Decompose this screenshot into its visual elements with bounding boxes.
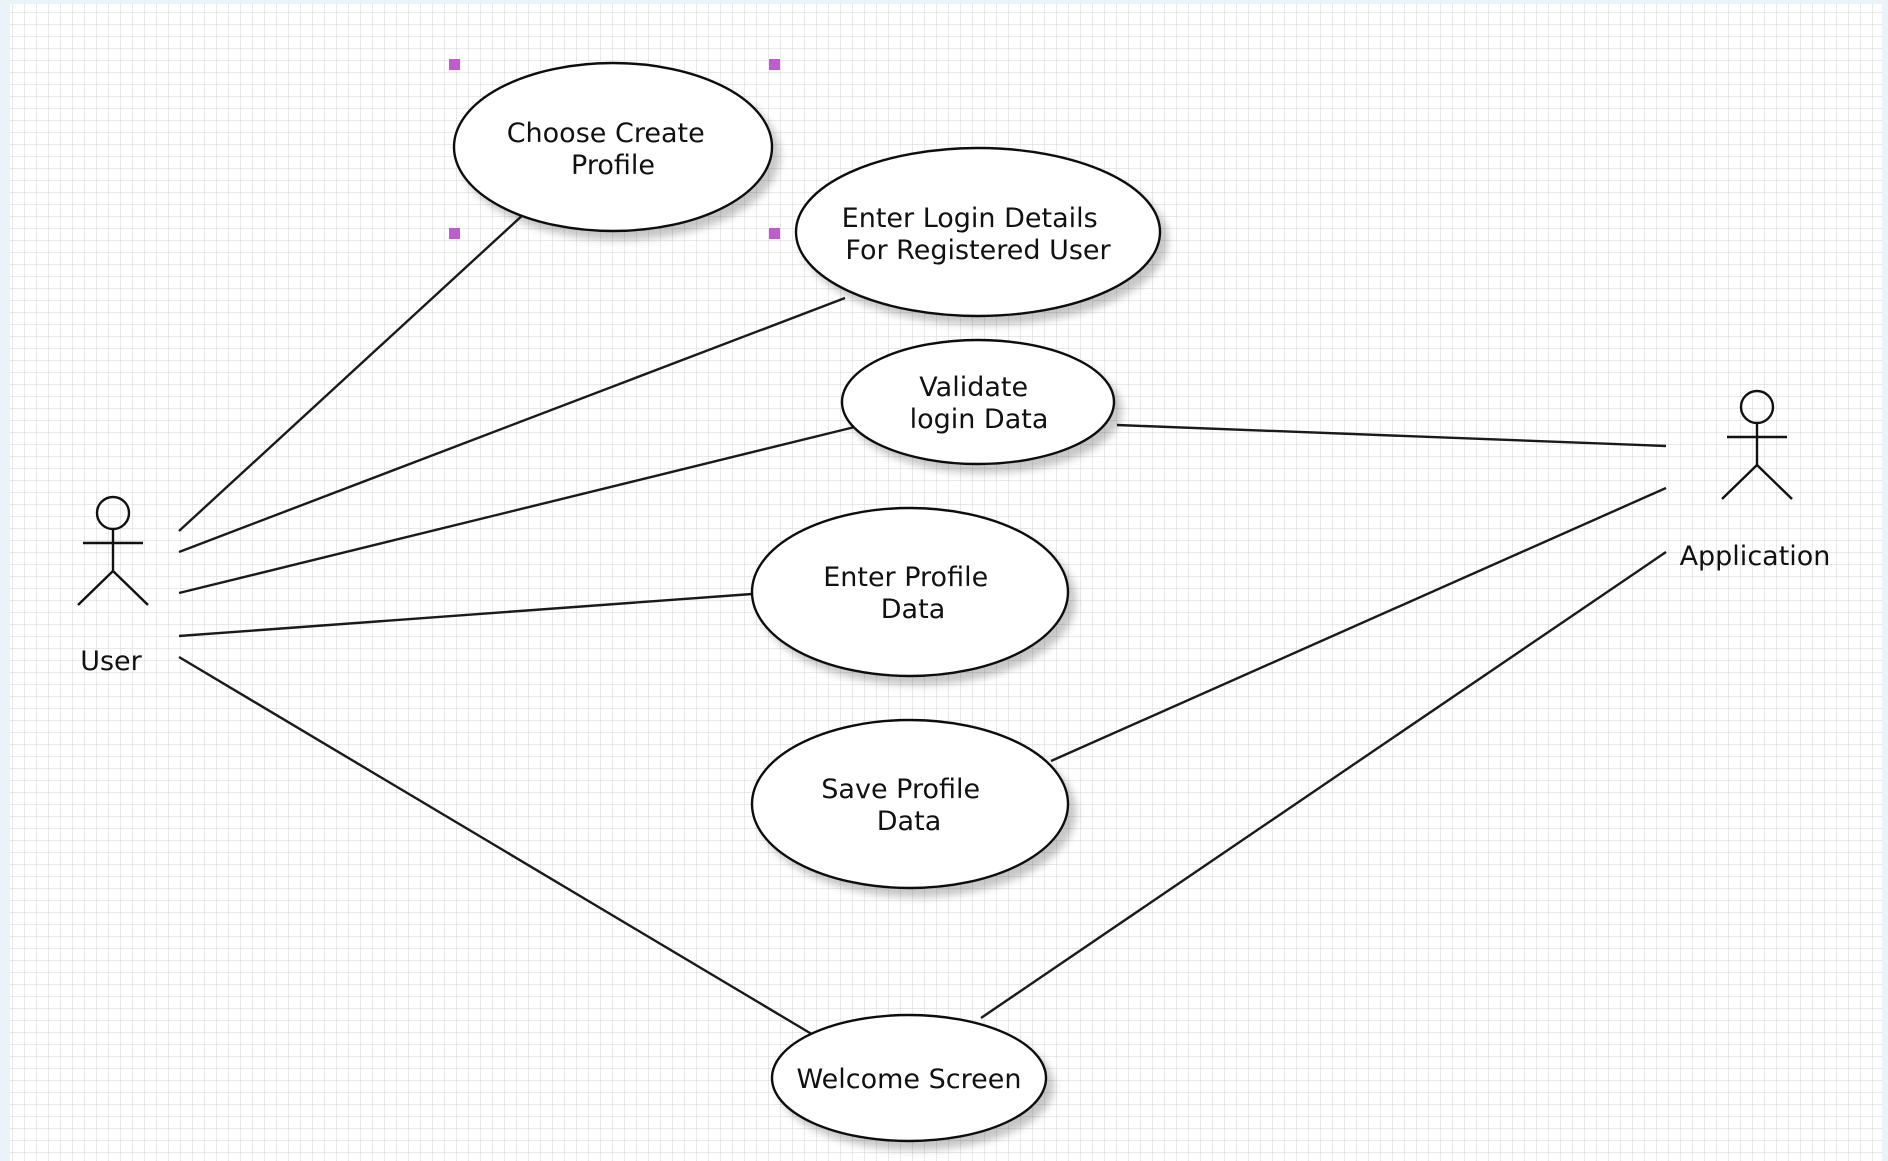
svg-text:Enter Profile Data: Enter Profile Data	[823, 562, 997, 625]
use-case-label-line: Enter Profile	[823, 562, 988, 593]
resize-handle-bottom-left[interactable]	[449, 228, 460, 239]
use-case-save-profile-data[interactable]: Save Profile Data	[750, 718, 1070, 890]
stick-figure-icon	[77, 495, 149, 606]
use-case-label-line: For Registered User	[845, 235, 1111, 266]
stick-figure-icon	[1721, 389, 1793, 500]
use-case-label-line: Welcome Screen	[797, 1064, 1022, 1095]
association-user-welcome-screen[interactable]	[178, 655, 821, 1041]
use-case-label-line: Validate	[919, 372, 1028, 403]
association-user-choose-create-profile[interactable]	[178, 212, 526, 532]
selection-handles[interactable]	[449, 59, 780, 239]
svg-text:Welcome Screen: Welcome Screen	[797, 1064, 1022, 1095]
use-case-label-line: Data	[877, 806, 941, 837]
actor-user[interactable]: User	[77, 495, 149, 677]
use-case-choose-create-profile[interactable]: Choose Create Profile	[452, 61, 774, 233]
use-case-enter-login-details[interactable]: Enter Login Details For Registered User	[794, 146, 1162, 318]
resize-handle-top-left[interactable]	[449, 59, 460, 70]
association-user-enter-login-details[interactable]	[178, 296, 846, 554]
use-case-label-line: Data	[881, 594, 945, 625]
association-application-welcome-screen[interactable]	[980, 551, 1667, 1019]
svg-text:Save Profile Data: Save Profile Data	[821, 774, 988, 837]
association-user-enter-profile-data[interactable]	[178, 592, 753, 638]
resize-handle-bottom-right[interactable]	[769, 228, 780, 239]
actor-user-label: User	[80, 646, 142, 677]
actor-application[interactable]: Application	[1680, 389, 1831, 572]
use-case-label-line: login Data	[910, 404, 1049, 435]
association-lines	[178, 212, 1667, 1041]
use-case-welcome-screen[interactable]: Welcome Screen	[770, 1013, 1048, 1143]
svg-text:Validate login Data: Validate login Data	[910, 372, 1049, 435]
use-case-label-line: Enter Login Details	[842, 203, 1098, 234]
svg-text:Choose Create Profile: Choose Create Profile	[507, 118, 714, 181]
association-user-validate-login-data[interactable]	[178, 422, 868, 595]
use-case-label-line: Profile	[571, 150, 655, 181]
association-application-save-profile-data[interactable]	[1050, 486, 1667, 763]
use-case-enter-profile-data[interactable]: Enter Profile Data	[750, 506, 1070, 678]
resize-handle-top-right[interactable]	[769, 59, 780, 70]
use-case-label-line: Save Profile	[821, 774, 980, 805]
association-application-validate-login-data[interactable]	[1116, 423, 1667, 448]
use-case-label-line: Choose Create	[507, 118, 705, 149]
actor-application-label: Application	[1680, 541, 1831, 572]
use-case-validate-login-data[interactable]: Validate login Data	[840, 338, 1116, 466]
svg-text:Enter Login Details For: Enter Login Details For Registered User	[842, 203, 1112, 266]
